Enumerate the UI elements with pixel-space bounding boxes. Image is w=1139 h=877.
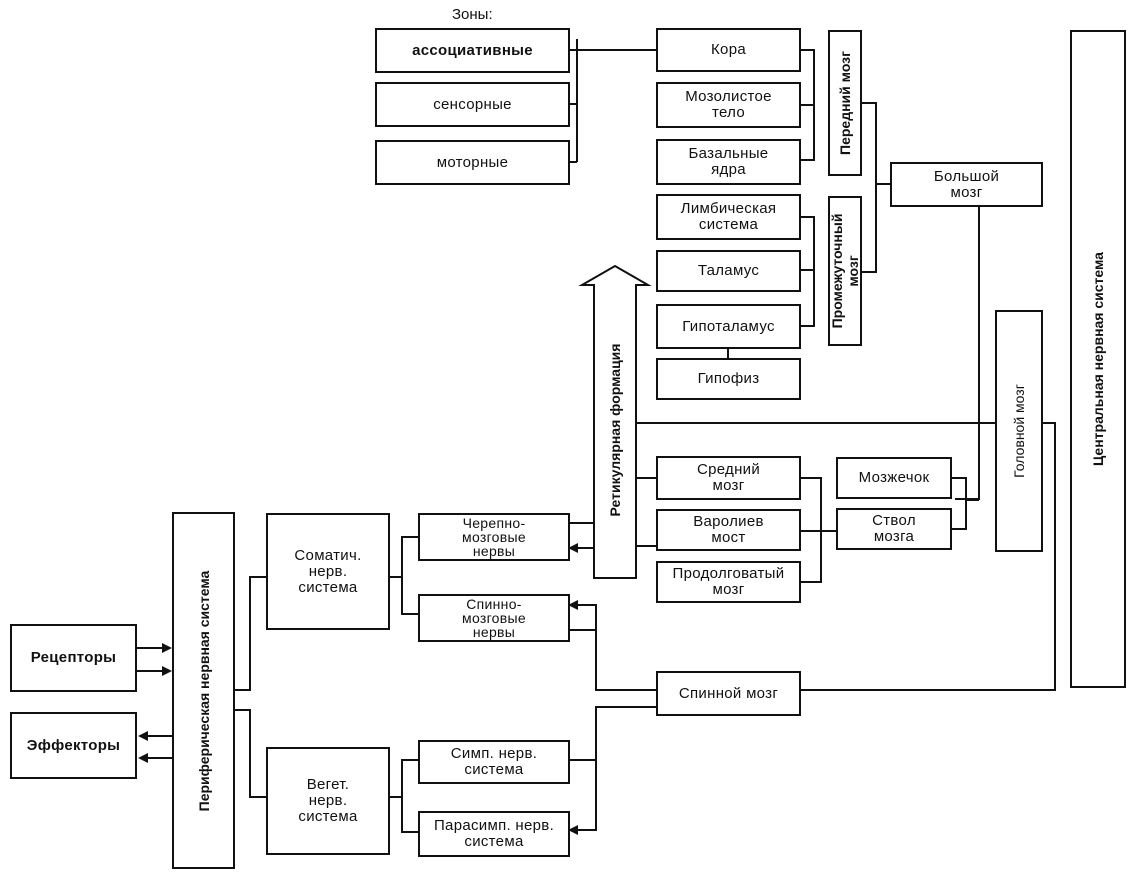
node-somatic-ns: Соматич. нерв. система (266, 513, 390, 630)
group-pns-label: Периферическая нервная система (195, 570, 212, 811)
node-brainstem: Ствол мозга (836, 508, 952, 550)
node-pons-label: Варолиев мост (693, 513, 764, 546)
zone-motor: моторные (375, 140, 570, 185)
zone-associative: ассоциативные (375, 28, 570, 73)
group-forebrain: Передний мозг (828, 30, 862, 176)
node-vegetative-ns: Вегет. нерв. система (266, 747, 390, 855)
node-cranial-nerves-label: Черепно- мозговые нервы (462, 515, 526, 559)
group-head-brain: Головной мозг (995, 310, 1043, 552)
zone-associative-label: ассоциативные (412, 41, 533, 59)
node-corpus-callosum: Мозолистое тело (656, 82, 801, 128)
node-thalamus: Таламус (656, 250, 801, 292)
zone-motor-label: моторные (436, 153, 509, 171)
node-parasympathetic-ns-label: Парасимп. нерв. система (433, 817, 555, 850)
reticular-formation-label: Ретикулярная формация (607, 343, 623, 517)
node-midbrain-label: Средний мозг (696, 461, 761, 494)
node-corpus-callosum-label: Мозолистое тело (685, 88, 772, 121)
node-pons: Варолиев мост (656, 509, 801, 551)
node-hypothalamus-label: Гипоталамус (682, 317, 775, 335)
node-medulla-label: Продолговатый мозг (672, 565, 785, 598)
group-diencephalon: Промежуточный мозг (828, 196, 862, 346)
node-cerebrum-label: Большой мозг (933, 167, 1000, 201)
node-pituitary-label: Гипофиз (697, 370, 760, 387)
node-effectors: Эффекторы (10, 712, 137, 779)
node-limbic-label: Лимбическая система (680, 200, 777, 233)
group-pns: Периферическая нервная система (172, 512, 235, 869)
node-basal-ganglia: Базальные ядра (656, 139, 801, 185)
zones-title: Зоны: (452, 6, 493, 23)
node-vegetative-ns-label: Вегет. нерв. система (298, 776, 358, 825)
node-spinal-nerves: Спинно- мозговые нервы (418, 594, 570, 642)
node-receptors-label: Рецепторы (30, 649, 117, 666)
node-cranial-nerves: Черепно- мозговые нервы (418, 513, 570, 561)
zone-sensory: сенсорные (375, 82, 570, 127)
node-cerebrum: Большой мозг (890, 162, 1043, 207)
node-spinal-nerves-label: Спинно- мозговые нервы (462, 596, 526, 640)
node-somatic-ns-label: Соматич. нерв. система (294, 546, 362, 596)
group-head-brain-label: Головной мозг (1011, 384, 1027, 478)
zone-sensory-label: сенсорные (433, 95, 512, 113)
node-limbic-system: Лимбическая система (656, 194, 801, 240)
node-thalamus-label: Таламус (697, 262, 760, 279)
group-cns: Центральная нервная система (1070, 30, 1126, 688)
node-basal-ganglia-label: Базальные ядра (688, 145, 769, 178)
group-cns-label: Центральная нервная система (1090, 252, 1106, 466)
node-receptors: Рецепторы (10, 624, 137, 692)
node-pituitary: Гипофиз (656, 358, 801, 400)
node-brainstem-label: Ствол мозга (872, 512, 916, 545)
node-cerebellum: Мозжечок (836, 457, 952, 499)
node-hypothalamus: Гипоталамус (656, 304, 801, 349)
node-cortex-label: Кора (711, 41, 746, 58)
node-spinal-cord-label: Спинной мозг (678, 684, 779, 702)
group-forebrain-label: Передний мозг (837, 51, 853, 155)
node-cerebellum-label: Мозжечок (858, 469, 930, 486)
group-diencephalon-label: Промежуточный мозг (829, 213, 861, 329)
node-sympathetic-ns: Симп. нерв. система (418, 740, 570, 784)
node-spinal-cord: Спинной мозг (656, 671, 801, 716)
node-medulla: Продолговатый мозг (656, 561, 801, 603)
node-effectors-label: Эффекторы (26, 736, 121, 754)
node-sympathetic-ns-label: Симп. нерв. система (450, 745, 538, 778)
node-cortex: Кора (656, 28, 801, 72)
node-midbrain: Средний мозг (656, 456, 801, 500)
node-parasympathetic-ns: Парасимп. нерв. система (418, 811, 570, 857)
